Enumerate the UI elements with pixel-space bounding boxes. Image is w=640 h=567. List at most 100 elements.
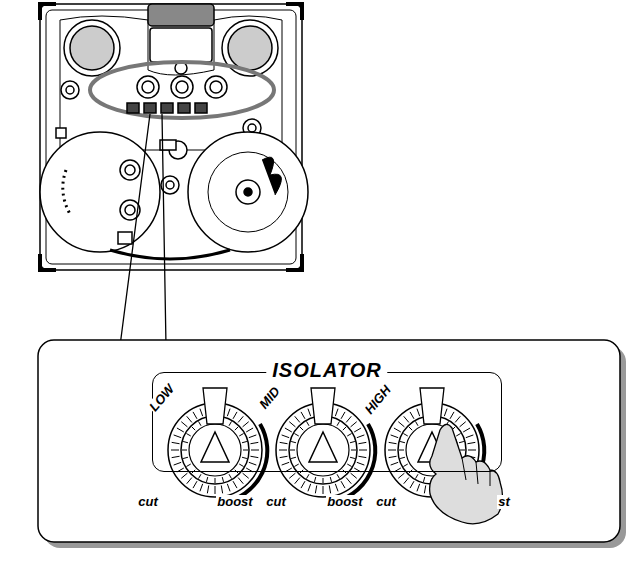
knob-tick	[308, 409, 311, 417]
finger-lines	[462, 458, 490, 486]
knob-grip	[423, 477, 424, 482]
knob-grip	[307, 421, 310, 425]
knob-tick	[295, 416, 300, 422]
knob-tick	[250, 442, 258, 443]
range-label: boost	[216, 495, 253, 509]
knob-grip	[347, 464, 351, 467]
knob-tick	[341, 481, 345, 488]
knob-tick	[351, 473, 357, 478]
knob-grip	[239, 464, 243, 467]
knob-tick	[249, 435, 257, 438]
knob-grip	[242, 441, 247, 442]
knob-tick	[391, 435, 399, 438]
knob-tick	[227, 409, 230, 417]
knob-tick	[417, 484, 420, 492]
knob-tick	[467, 442, 475, 443]
knob-tick	[246, 428, 253, 432]
knob-grip	[343, 427, 347, 431]
keyboard-device	[40, 4, 308, 270]
knob-tick	[207, 485, 208, 493]
knob-tick	[181, 422, 187, 427]
knob-tick	[410, 481, 414, 488]
knob-tick	[308, 484, 311, 492]
leader-line	[120, 114, 166, 346]
knob-tick	[323, 486, 324, 494]
knob-tick	[193, 412, 197, 419]
knob-grip	[300, 427, 304, 431]
knob-tick	[450, 412, 454, 419]
knob-tick	[172, 442, 180, 443]
knob-tick	[172, 456, 180, 457]
knob-grip	[416, 474, 419, 478]
knob-grip	[307, 474, 310, 478]
knob-tick	[171, 450, 179, 451]
knob-tick	[424, 485, 425, 493]
hand	[430, 424, 503, 523]
knob-grip	[186, 434, 190, 437]
knob-tick	[358, 456, 366, 457]
knob-tick	[200, 409, 203, 417]
knob-tick	[335, 484, 338, 492]
knob-grip	[330, 477, 331, 482]
knob-grip	[294, 464, 298, 467]
knob-grip	[239, 434, 243, 437]
knob-grip	[183, 441, 188, 442]
range-label: boost	[326, 495, 363, 509]
section-frame: ISOLATOR	[152, 372, 502, 472]
knob-grip	[291, 441, 296, 442]
knob-grip	[403, 464, 407, 467]
knob-tick	[359, 450, 367, 451]
knob-tick	[174, 435, 182, 438]
knob-tick	[358, 442, 366, 443]
knob-tick	[329, 485, 330, 493]
knob-face	[189, 424, 241, 476]
knob-grip	[290, 450, 295, 451]
knob-grip	[222, 477, 223, 482]
knob-grip	[416, 421, 419, 425]
knob-face	[297, 424, 349, 476]
range-label: cut	[137, 495, 159, 509]
knob-tick	[404, 478, 409, 484]
knob-tick	[215, 486, 216, 494]
knob-tick	[357, 462, 365, 465]
knob-tick	[280, 456, 288, 457]
knob-tick	[388, 450, 396, 451]
knob-pointer	[203, 388, 227, 424]
knob-grip	[192, 427, 196, 431]
knob-tick	[301, 481, 305, 488]
knob-grip	[215, 478, 216, 483]
knob-tick	[187, 478, 192, 484]
knob-grip	[199, 421, 202, 425]
knob-grip	[206, 477, 207, 482]
knob-tick	[282, 462, 290, 465]
knob-tick	[233, 412, 237, 419]
knob-grip	[456, 434, 460, 437]
knob-tick	[295, 478, 300, 484]
knob-grip	[291, 457, 296, 458]
knob-tick	[354, 428, 361, 432]
knob-tick	[289, 422, 295, 427]
knob-tick	[250, 456, 258, 457]
knob-tick	[227, 484, 230, 492]
knob-grip	[242, 457, 247, 458]
knob-grip	[243, 450, 248, 451]
knob-tick	[289, 473, 295, 478]
knob-tick	[444, 409, 447, 417]
knob-grip	[403, 434, 407, 437]
knob-tick	[251, 450, 259, 451]
knob-grip	[229, 421, 232, 425]
knob-grip	[399, 450, 404, 451]
knob-grip	[294, 434, 298, 437]
knob-tick	[282, 435, 290, 438]
knob-grip	[183, 457, 188, 458]
knob-grip	[400, 441, 405, 442]
knob-grip	[182, 450, 187, 451]
knob-triangle	[309, 432, 337, 462]
knob-tick	[455, 416, 460, 422]
knob-tick	[249, 462, 257, 465]
callout-panel	[38, 340, 620, 542]
knob-tick	[238, 478, 243, 484]
knob-grip	[347, 434, 351, 437]
section-title: ISOLATOR	[266, 359, 387, 382]
knob-grip	[314, 477, 315, 482]
